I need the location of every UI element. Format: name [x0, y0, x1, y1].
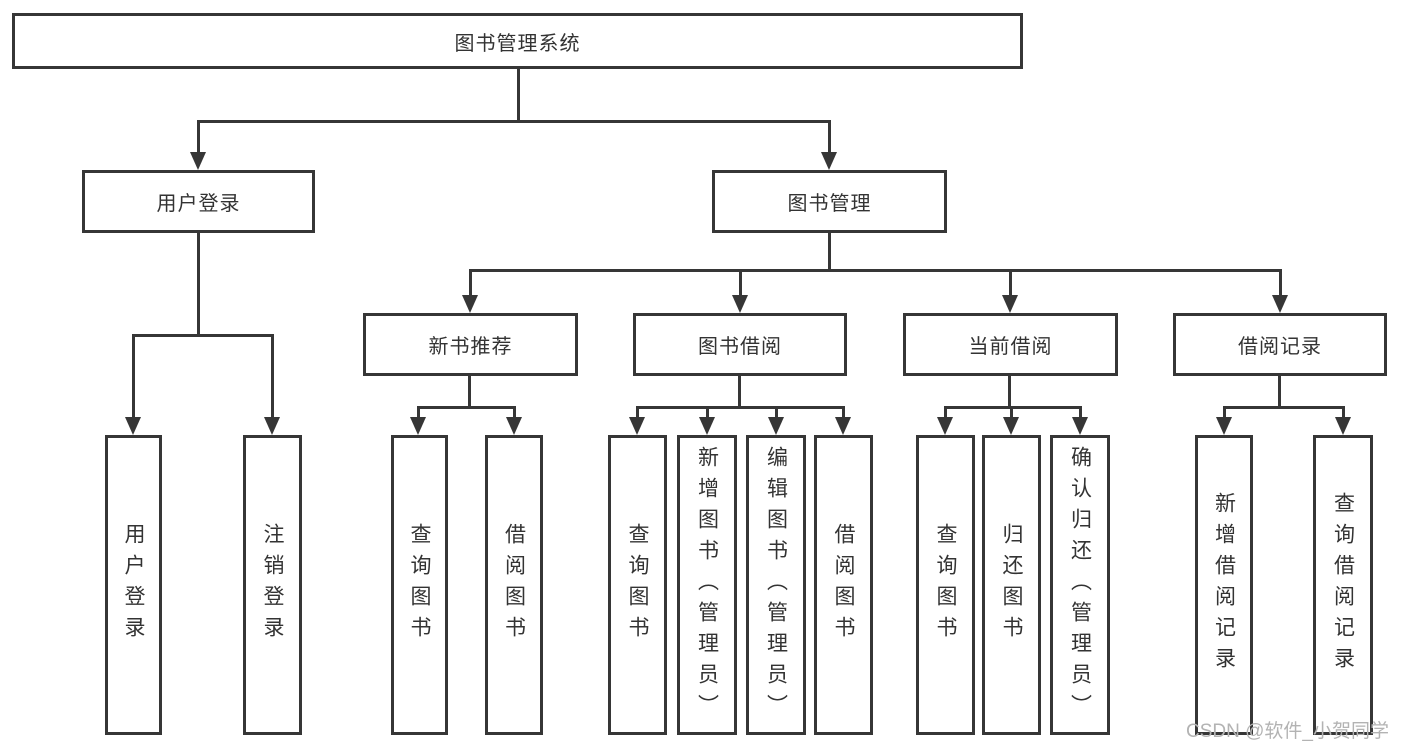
node-borrowing-records: 借阅记录 [1173, 313, 1387, 376]
connector-line [132, 334, 135, 419]
leaf-current-confirm-return-admin: 确认归还（管理员） [1050, 435, 1110, 735]
leaf-borrowing-edit-books-admin: 编辑图书（管理员） [746, 435, 806, 735]
connector-line [417, 406, 516, 409]
connector-line [197, 233, 200, 337]
node-user-login: 用户登录 [82, 170, 315, 233]
arrow-down-icon [1272, 295, 1288, 313]
leaf-label: 归还图书 [1000, 523, 1024, 647]
arrow-down-icon [506, 417, 522, 435]
node-label: 当前借阅 [968, 336, 1053, 358]
arrow-down-icon [629, 417, 645, 435]
arrow-down-icon [1002, 295, 1018, 313]
arrow-down-icon [732, 295, 748, 313]
arrow-down-icon [1216, 417, 1232, 435]
leaf-borrowing-borrow-books: 借阅图书 [814, 435, 873, 735]
connector-line [1009, 269, 1012, 297]
node-book-management: 图书管理 [712, 170, 947, 233]
connector-line [828, 120, 831, 154]
arrow-down-icon [190, 152, 206, 170]
connector-line [271, 334, 274, 419]
connector-line [842, 406, 845, 419]
leaf-label: 查询借阅记录 [1331, 492, 1355, 678]
connector-line [469, 269, 1282, 272]
arrow-down-icon [699, 417, 715, 435]
connector-line [1223, 406, 1345, 409]
node-label: 图书借阅 [698, 336, 782, 358]
leaf-label: 查询图书 [626, 523, 650, 647]
leaf-newbook-query-books: 查询图书 [391, 435, 448, 735]
arrow-down-icon [125, 417, 141, 435]
leaf-label: 编辑图书（管理员） [764, 445, 788, 725]
leaf-label: 确认归还（管理员） [1068, 445, 1092, 725]
connector-line [828, 233, 831, 272]
leaf-label: 借阅图书 [832, 523, 856, 647]
connector-line [1010, 406, 1013, 419]
leaf-newbook-borrow-books: 借阅图书 [485, 435, 543, 735]
connector-line [739, 269, 742, 297]
leaf-label: 用户登录 [122, 523, 146, 647]
connector-line [1342, 406, 1345, 419]
connector-line [636, 406, 639, 419]
arrow-down-icon [1072, 417, 1088, 435]
node-label: 图书管理系统 [454, 32, 581, 55]
leaf-records-add-record: 新增借阅记录 [1195, 435, 1253, 735]
connector-line [417, 406, 420, 419]
connector-line [1008, 376, 1011, 409]
leaf-label: 新增借阅记录 [1212, 492, 1236, 678]
connector-line [1279, 269, 1282, 297]
watermark: CSDN @软件_小贺同学 [1186, 721, 1389, 742]
arrow-down-icon [835, 417, 851, 435]
arrow-down-icon [768, 417, 784, 435]
node-book-borrowing: 图书借阅 [633, 313, 847, 376]
node-label: 图书管理 [787, 193, 872, 215]
connector-line [197, 120, 200, 154]
arrow-down-icon [410, 417, 426, 435]
arrow-down-icon [821, 152, 837, 170]
connector-line [1223, 406, 1226, 419]
leaf-label: 注销登录 [261, 523, 285, 647]
arrow-down-icon [1003, 417, 1019, 435]
connector-line [132, 334, 274, 337]
node-new-book-recommend: 新书推荐 [363, 313, 578, 376]
leaf-records-query-record: 查询借阅记录 [1313, 435, 1373, 735]
leaf-label: 借阅图书 [502, 523, 526, 647]
leaf-borrowing-add-books-admin: 新增图书（管理员） [677, 435, 737, 735]
leaf-logout: 注销登录 [243, 435, 302, 735]
connector-line [944, 406, 947, 419]
connector-line [775, 406, 778, 419]
leaf-user-login: 用户登录 [105, 435, 162, 735]
node-current-borrowing: 当前借阅 [903, 313, 1118, 376]
connector-line [738, 376, 741, 409]
leaf-label: 查询图书 [934, 523, 958, 647]
connector-line [197, 120, 831, 123]
connector-line [636, 406, 845, 409]
connector-line [469, 269, 472, 297]
arrow-down-icon [462, 295, 478, 313]
connector-line [513, 406, 516, 419]
connector-line [517, 68, 520, 123]
connector-line [468, 376, 471, 409]
arrow-down-icon [937, 417, 953, 435]
node-label: 借阅记录 [1238, 336, 1322, 358]
connector-line [1079, 406, 1082, 419]
leaf-label: 新增图书（管理员） [695, 445, 719, 725]
connector-line [706, 406, 709, 419]
connector-line [944, 406, 1082, 409]
leaf-label: 查询图书 [408, 523, 432, 647]
node-root-system: 图书管理系统 [12, 13, 1023, 69]
leaf-current-query-books: 查询图书 [916, 435, 975, 735]
leaf-current-return-books: 归还图书 [982, 435, 1041, 735]
connector-line [1278, 376, 1281, 409]
leaf-borrowing-query-books: 查询图书 [608, 435, 667, 735]
arrow-down-icon [1335, 417, 1351, 435]
node-label: 用户登录 [156, 193, 241, 215]
arrow-down-icon [264, 417, 280, 435]
node-label: 新书推荐 [428, 336, 513, 358]
